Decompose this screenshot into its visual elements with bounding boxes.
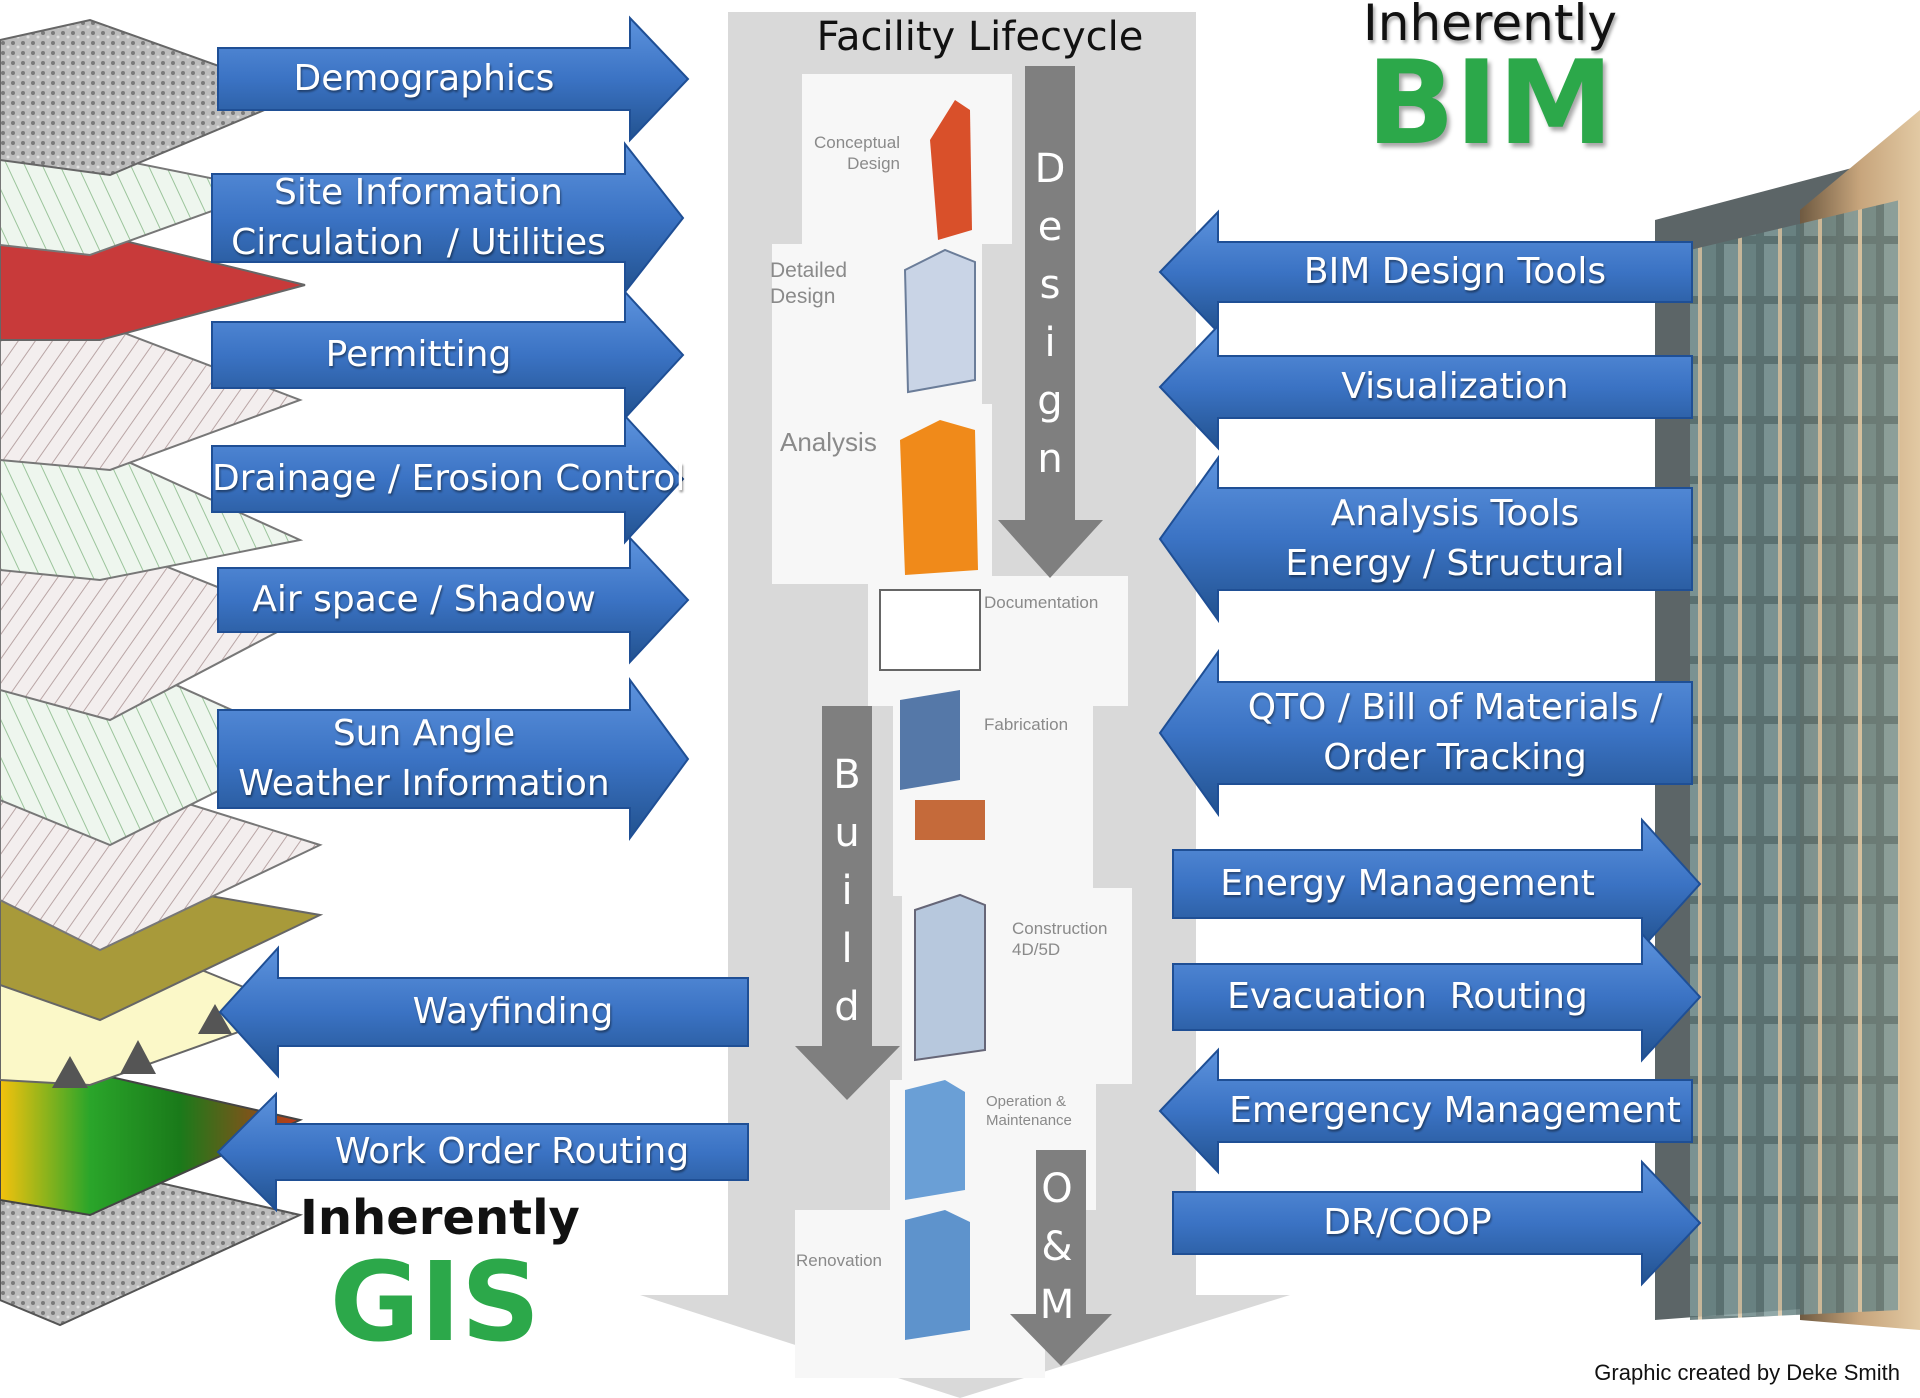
tower-icon — [905, 1080, 965, 1200]
bim-arrow-label-6: Emergency Management — [1229, 1090, 1681, 1131]
bim-heading: BIM — [1366, 36, 1614, 171]
bim-arrow-label-1: Visualization — [1341, 366, 1569, 407]
inherently-gis-label: Inherently — [300, 1190, 580, 1246]
terrain-peak-icon — [52, 1056, 88, 1088]
build-phase-label: B u i l d — [833, 752, 861, 1030]
lifecycle-title: Facility Lifecycle — [816, 14, 1144, 60]
gis-arrow-label-6: Wayfinding — [412, 991, 614, 1032]
tower-icon — [903, 248, 976, 394]
gis-heading: GIS — [329, 1238, 541, 1366]
inherently-bim-label: Inherently — [1363, 0, 1617, 52]
tower-icon — [905, 1210, 970, 1340]
design-phase-label: D e s i g n — [1034, 146, 1066, 482]
floorplan-icon — [879, 589, 981, 671]
tower-icon — [900, 420, 978, 575]
gis-layer-stack — [0, 18, 324, 1327]
gis-arrow-label-5: Sun Angle Weather Information — [238, 713, 610, 804]
tower-icon — [914, 893, 986, 1062]
bim-arrow-5 — [1172, 931, 1702, 1063]
gis-arrow-6 — [218, 945, 749, 1079]
gis-arrow-label-7: Work Order Routing — [334, 1131, 690, 1172]
stage-label-documentation: Documentation — [984, 593, 1099, 612]
gis-arrow-7 — [216, 1091, 749, 1213]
stage-label-analysis: Analysis — [780, 427, 877, 457]
stage-label-construction: Construction 4D/5D — [1012, 919, 1108, 959]
lumber-icon — [915, 800, 985, 840]
build-phase-arrow — [795, 706, 900, 1100]
stage-label-detailed-design: Detailed Design — [770, 259, 848, 308]
stage-label-fabrication: Fabrication — [984, 715, 1069, 734]
bim-arrow-label-3: QTO / Bill of Materials / Order Tracking — [1247, 687, 1663, 778]
tower-icon — [930, 100, 972, 240]
design-phase-arrow — [998, 66, 1103, 578]
bim-arrow-label-4: Energy Management — [1220, 863, 1595, 904]
graphic-credit: Graphic created by Deke Smith — [1594, 1360, 1900, 1385]
gis-arrow-label-4: Air space / Shadow — [252, 579, 596, 620]
bim-arrow-4 — [1172, 817, 1702, 951]
om-phase-label: O & M — [1039, 1166, 1075, 1328]
blue-arrows — [211, 15, 1702, 1287]
bim-arrow-label-7: DR/COOP — [1323, 1202, 1492, 1243]
gis-arrow-0 — [217, 15, 690, 143]
gis-arrow-label-3: Drainage / Erosion Control — [212, 458, 686, 499]
terrain-peak-icon — [198, 1004, 232, 1034]
bim-arrow-1 — [1158, 323, 1693, 451]
gis-arrow-label-2: Permitting — [325, 334, 512, 375]
bim-arrow-3 — [1158, 648, 1693, 818]
gis-arrow-1 — [211, 141, 685, 295]
stage-label-conceptual-design: Conceptual Design — [813, 133, 900, 173]
om-phase-arrow — [1010, 1150, 1112, 1366]
bim-arrow-7 — [1172, 1159, 1702, 1287]
gis-arrow-4 — [217, 535, 690, 665]
gis-arrow-label-0: Demographics — [293, 58, 555, 99]
gis-arrow-5 — [217, 676, 690, 842]
terrain-peak-icon — [120, 1040, 156, 1074]
gis-arrow-label-1: Site Information Circulation / Utilities — [231, 172, 606, 263]
bim-arrow-2 — [1158, 454, 1693, 624]
bim-arrow-0 — [1158, 209, 1693, 335]
bim-arrow-label-2: Analysis Tools Energy / Structural — [1285, 493, 1625, 584]
bim-arrow-label-5: Evacuation Routing — [1227, 976, 1588, 1017]
crane-icon — [900, 690, 960, 790]
building-window-grid — [1690, 200, 1900, 1320]
bim-arrow-label-0: BIM Design Tools — [1303, 251, 1607, 292]
bim-arrow-6 — [1158, 1047, 1693, 1175]
stage-image-conceptual-design — [802, 74, 1012, 244]
stage-label-renovation: Renovation — [796, 1251, 883, 1270]
bim-building-model — [1655, 110, 1920, 1330]
gis-arrow-3 — [211, 413, 685, 545]
stage-label-operation-maintenance: Operation & Maintenance — [986, 1093, 1072, 1129]
gis-arrow-2 — [211, 289, 685, 421]
gis-layer-top — [0, 18, 303, 177]
